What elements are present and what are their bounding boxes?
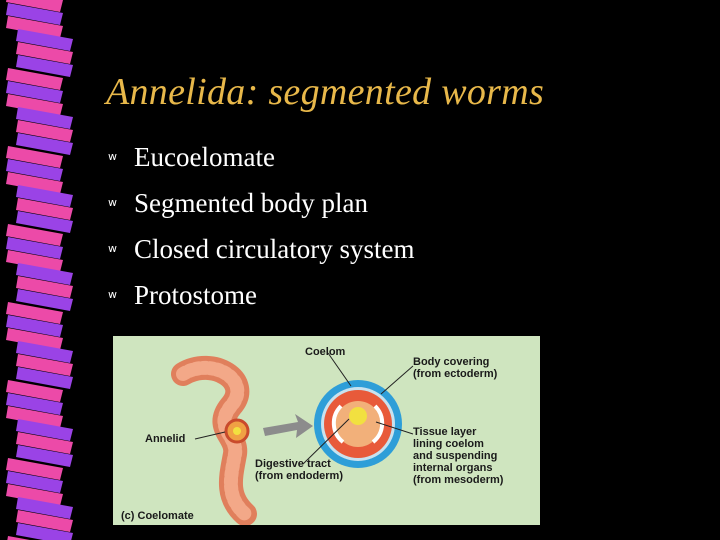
decorative-stripe [6, 406, 63, 428]
bullet-text: Closed circulatory system [134, 234, 415, 264]
coelomate-illustration [171, 352, 414, 525]
bullet-item: w Protostome [108, 272, 414, 318]
decorative-stripe [6, 16, 63, 38]
coelomate-figure: Coelom Body covering(from ectoderm) Anne… [113, 336, 540, 525]
arrow-icon [263, 414, 313, 438]
decorative-stripe [16, 133, 73, 155]
slide-title: Annelida: segmented worms [106, 71, 545, 113]
digestive-tract-label: Digestive tract(from endoderm) [255, 458, 343, 482]
bullet-text: Eucoelomate [134, 142, 275, 172]
decorative-stripe [6, 237, 63, 259]
decorative-stripe [16, 185, 73, 207]
decorative-stripe [6, 146, 63, 168]
decorative-stripe [16, 29, 73, 51]
bullet-marker: w [108, 150, 117, 163]
decorative-stripe [16, 341, 73, 363]
annelid-label: Annelid [145, 433, 186, 445]
decorative-stripe [16, 42, 73, 64]
decorative-stripe [6, 380, 63, 402]
body-covering-label: Body covering(from ectoderm) [413, 356, 498, 380]
decorative-stripe [6, 224, 63, 246]
coelom-label: Coelom [305, 346, 346, 358]
decorative-stripe [16, 419, 73, 441]
decorative-stripe [7, 536, 30, 540]
decorative-stripe [16, 510, 73, 532]
decorative-stripe [6, 484, 63, 506]
decorative-stripe [6, 393, 63, 415]
figure-caption: (c) Coelomate [121, 510, 194, 522]
decorative-stripe [6, 68, 63, 90]
decorative-stripe [16, 289, 73, 311]
bullet-item: w Segmented body plan [108, 180, 414, 226]
decorative-stripe [16, 198, 73, 220]
bullet-marker: w [108, 288, 117, 301]
bullet-marker: w [108, 242, 117, 255]
decorative-stripe [16, 497, 73, 519]
decorative-stripe [6, 159, 63, 181]
decorative-stripe [16, 432, 73, 454]
decorative-stripe [6, 302, 63, 324]
decorative-stripe [6, 0, 63, 12]
decorative-stripe [6, 250, 63, 272]
decorative-stripe [16, 354, 73, 376]
bullet-item: w Closed circulatory system [108, 226, 414, 272]
small-cross-section [224, 418, 250, 444]
bullet-text: Protostome [134, 280, 258, 310]
decorative-stripe [16, 211, 73, 233]
decorative-stripe [16, 367, 73, 389]
decorative-stripe-border [6, 0, 73, 540]
decorative-stripe [16, 263, 73, 285]
decorative-stripe [16, 120, 73, 142]
decorative-stripe [16, 276, 73, 298]
decorative-stripe [16, 107, 73, 129]
decorative-stripe [6, 3, 63, 25]
decorative-stripe [16, 523, 73, 540]
bullet-item: w Eucoelomate [108, 134, 414, 180]
bullet-text: Segmented body plan [134, 188, 368, 218]
decorative-stripe [6, 94, 63, 116]
leader-lines [194, 352, 414, 465]
decorative-stripe [16, 55, 73, 77]
decorative-stripe [6, 81, 63, 103]
decorative-stripe [6, 328, 63, 350]
decorative-stripe [6, 458, 63, 480]
decorative-stripe [16, 445, 73, 467]
decorative-stripe [6, 471, 63, 493]
decorative-stripe [6, 172, 63, 194]
bullet-marker: w [108, 196, 117, 209]
decorative-stripe [6, 315, 63, 337]
large-cross-section [314, 380, 402, 468]
